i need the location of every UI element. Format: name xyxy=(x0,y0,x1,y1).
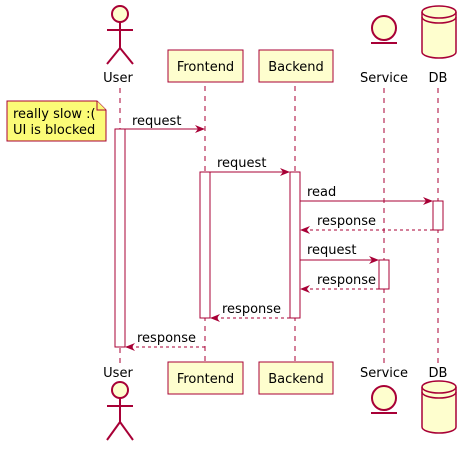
messages: request request read response request re… xyxy=(125,114,433,351)
actor-head-icon xyxy=(111,5,129,23)
message-label: request xyxy=(217,156,266,171)
note: really slow :( UI is blocked xyxy=(6,100,107,142)
note-line-2: UI is blocked xyxy=(13,123,95,138)
participant-label-backend: Backend xyxy=(268,60,324,75)
participant-label-service: Service xyxy=(360,71,408,86)
participant-label-frontend: Frontend xyxy=(177,372,234,387)
actor-user-bottom: User xyxy=(103,366,134,441)
entity-service-top: Service xyxy=(360,15,408,86)
message-label: response xyxy=(317,273,376,288)
activation-backend xyxy=(289,171,301,319)
entity-icon xyxy=(371,385,397,411)
database-db-top: DB xyxy=(421,5,457,86)
actor-head-icon xyxy=(111,381,129,399)
participant-label-service: Service xyxy=(360,366,408,381)
participant-label-user: User xyxy=(103,71,133,86)
database-db-bottom: DB xyxy=(421,366,457,434)
activation-user xyxy=(114,128,126,348)
participant-label-db: DB xyxy=(429,71,448,86)
message-label: response xyxy=(317,214,376,229)
participant-label-frontend: Frontend xyxy=(177,60,234,75)
participant-frontend-bottom: Frontend xyxy=(167,361,244,395)
participant-frontend-top: Frontend xyxy=(167,49,244,83)
entity-icon xyxy=(371,15,397,41)
activation-frontend xyxy=(199,171,211,319)
participant-backend-bottom: Backend xyxy=(258,361,334,395)
note-line-1: really slow :( xyxy=(13,107,96,122)
participant-label-user: User xyxy=(103,366,133,381)
message-label: response xyxy=(222,302,281,317)
message-label: request xyxy=(132,114,181,129)
database-icon xyxy=(421,5,457,59)
message-label: request xyxy=(307,243,356,258)
database-icon xyxy=(421,380,457,434)
activations xyxy=(114,128,444,348)
message-label: read xyxy=(307,185,336,200)
message-label: response xyxy=(137,331,196,346)
participant-backend-top: Backend xyxy=(258,49,334,83)
activation-service xyxy=(378,259,390,290)
actor-user-top: User xyxy=(103,5,134,86)
participant-label-backend: Backend xyxy=(268,372,324,387)
activation-db xyxy=(432,200,444,231)
entity-service-bottom: Service xyxy=(360,366,408,414)
participant-label-db: DB xyxy=(429,366,448,381)
